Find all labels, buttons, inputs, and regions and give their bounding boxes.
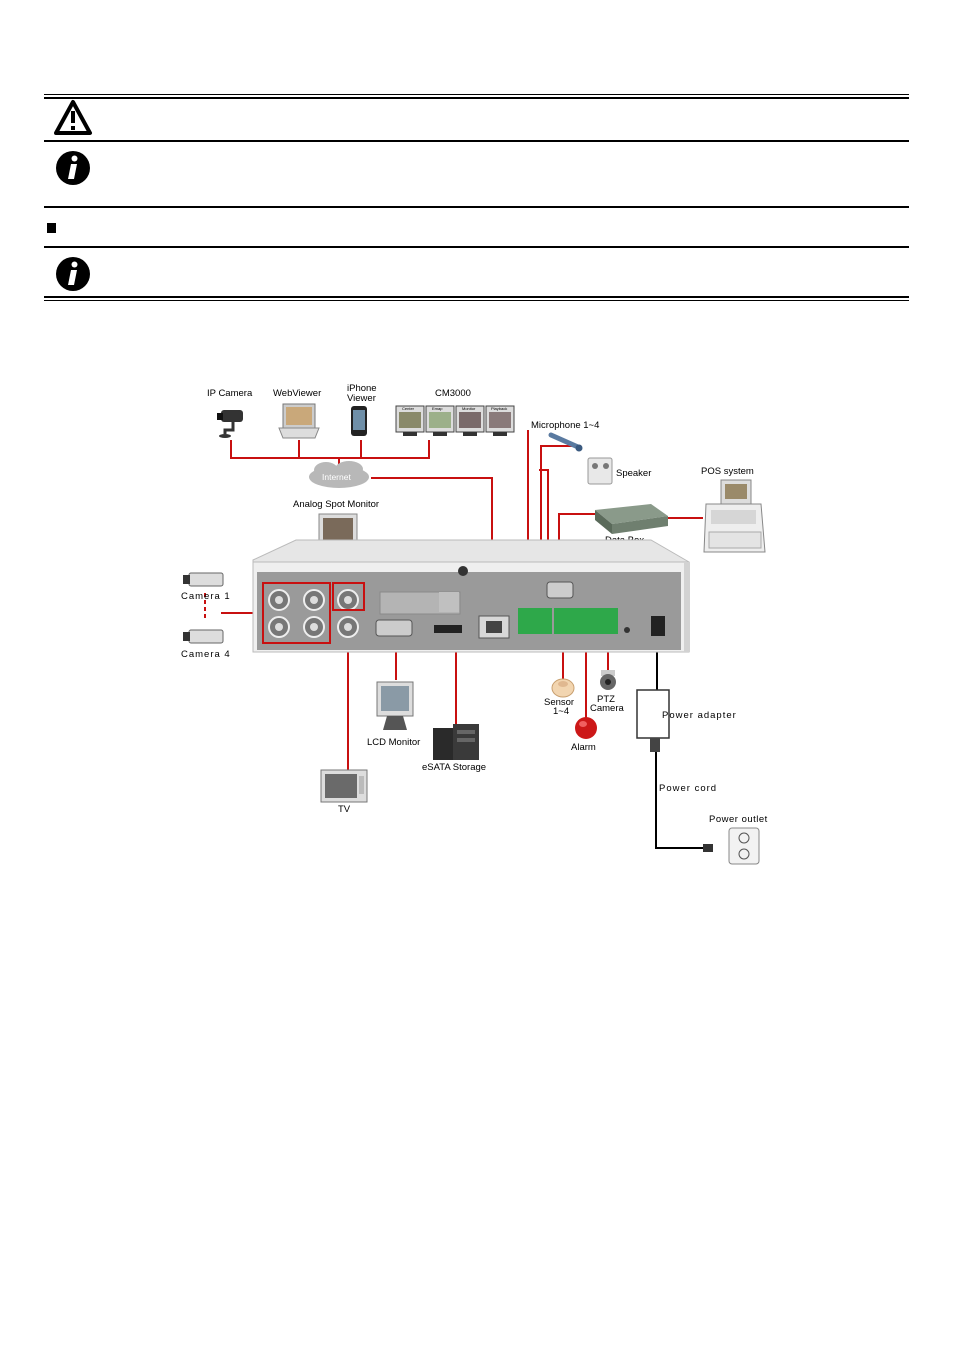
ptz-label-line1: PTZ <box>597 694 615 705</box>
iphone-viewer-label-line1: iPhone <box>347 383 377 394</box>
cm3000-tab-emap: Emap <box>432 406 443 411</box>
internet-label: Internet <box>322 472 351 482</box>
microphone-icon <box>548 432 583 452</box>
rs232-port <box>546 581 574 599</box>
lcd-monitor-label: LCD Monitor <box>367 737 420 748</box>
iphone-icon <box>351 406 367 436</box>
camera-4-label: Camera 4 <box>181 649 231 660</box>
pos-system-label: POS system <box>701 466 754 477</box>
data-box-icon <box>595 504 668 534</box>
power-adapter-label: Power adapter <box>662 710 737 721</box>
cm3000-tab-playback: Playback <box>491 406 507 411</box>
cm3000-monitors-icon <box>395 405 515 436</box>
laptop-icon <box>278 403 320 439</box>
camera-1-label: Camera 1 <box>181 591 231 602</box>
sensor-label-line1: Sensor <box>544 697 574 708</box>
alarm-label: Alarm <box>571 742 596 753</box>
rule-top-1 <box>44 94 909 95</box>
webviewer-label: WebViewer <box>273 388 321 399</box>
rule-bottom-1 <box>44 296 909 298</box>
esata-storage-icon <box>433 724 479 760</box>
sensor-label-line2: 1~4 <box>553 706 569 717</box>
ip-camera-label: IP Camera <box>207 388 253 399</box>
analog-spot-monitor-label: Analog Spot Monitor <box>293 499 379 510</box>
power-cord-label: Power cord <box>659 783 717 794</box>
cm3000-tab-monitor: Monitor <box>462 406 476 411</box>
power-adapter-icon <box>636 689 670 752</box>
rule-bottom-2 <box>44 300 909 301</box>
esata-storage-label: eSATA Storage <box>422 762 486 773</box>
ip-camera-icon <box>217 410 243 438</box>
terminal-block-left <box>518 608 552 634</box>
terminal-block-right <box>554 608 618 634</box>
vga-port <box>375 619 413 637</box>
lcd-monitor-icon <box>376 681 414 730</box>
info-icon <box>56 151 90 185</box>
speaker-label: Speaker <box>616 468 651 479</box>
tv-label: TV <box>338 804 351 815</box>
esata-port <box>434 625 462 633</box>
cm3000-tab-center: Center <box>402 406 415 411</box>
pos-system-icon <box>703 479 766 553</box>
bnc-connector-group <box>262 582 365 644</box>
iphone-viewer-label-line2: Viewer <box>347 393 376 404</box>
dc-power-jack <box>651 616 665 636</box>
power-outlet-label: Power outlet <box>709 814 768 825</box>
alarm-icon <box>575 717 597 739</box>
power-outlet-icon <box>703 827 760 865</box>
rule-2 <box>44 140 909 142</box>
tv-icon <box>320 769 368 803</box>
rule-4 <box>44 246 909 248</box>
speaker-icon <box>587 457 613 485</box>
rule-top-2 <box>44 97 909 99</box>
ptz-camera-icon <box>600 670 616 690</box>
bullet-square-icon <box>47 223 56 233</box>
info-icon <box>56 257 90 291</box>
microphone-label: Microphone 1~4 <box>531 420 599 431</box>
warning-icon <box>54 100 92 135</box>
cm3000-label: CM3000 <box>435 388 471 399</box>
sensor-icon <box>551 678 575 698</box>
camera-4-icon <box>183 629 224 644</box>
internet-cloud-icon <box>309 461 369 488</box>
ptz-label-line2: Camera <box>590 703 625 714</box>
rule-3 <box>44 206 909 208</box>
dvr-connection-diagram: IP Camera WebViewer iPhone Viewer CM3000… <box>181 380 773 866</box>
camera-1-icon <box>183 572 224 587</box>
